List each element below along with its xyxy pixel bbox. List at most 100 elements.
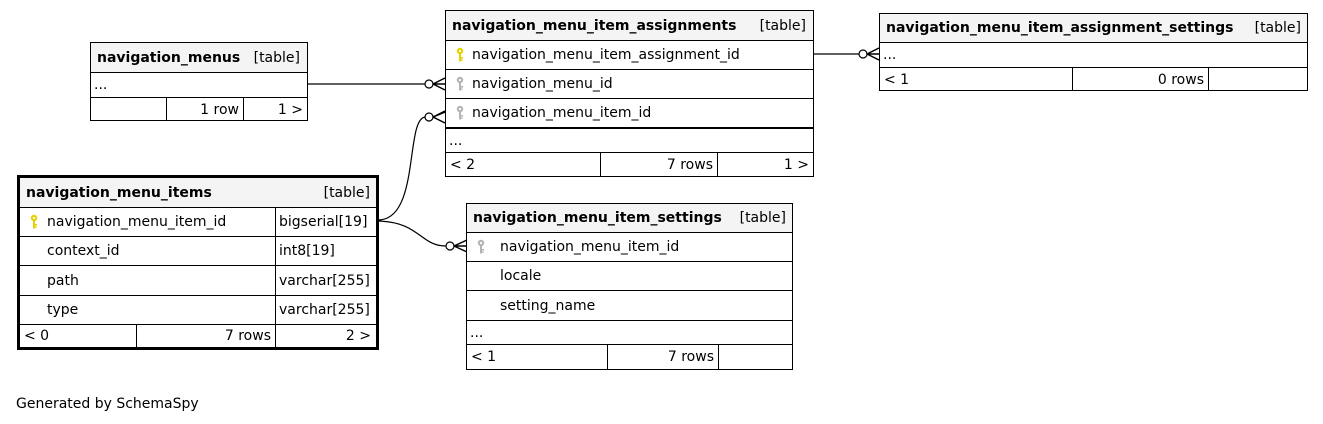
- row-count-label: 7 rows: [224, 328, 271, 344]
- column-row: path varchar[255]: [20, 266, 376, 296]
- table-kind: [table]: [759, 17, 806, 34]
- table-footer: < 1 7 rows: [467, 345, 792, 369]
- ellipsis-row: ...: [467, 321, 792, 345]
- edge-zero-marker: [424, 112, 434, 122]
- edge-crowfoot: [866, 47, 880, 61]
- row-count: 7 rows: [608, 345, 719, 369]
- column-row: navigation_menu_item_id bigserial[19]: [20, 208, 376, 237]
- column-name-cell: type: [20, 296, 276, 324]
- column-type-cell: bigserial[19]: [276, 208, 376, 236]
- column-type: varchar[255]: [279, 302, 370, 318]
- children-count: 1 >: [244, 98, 307, 121]
- column-name-cell: context_id: [20, 237, 276, 265]
- parents-label: < 0: [24, 328, 50, 344]
- ellipsis: ...: [470, 324, 484, 341]
- primary-key-icon: [455, 47, 465, 63]
- column-row: setting_name: [467, 291, 792, 321]
- foreign-key-icon: [455, 76, 465, 92]
- table-header: navigation_menu_item_assignments [table]: [446, 11, 813, 41]
- edge-crowfoot: [432, 110, 446, 124]
- row-count-label: 7 rows: [666, 157, 713, 173]
- column-row: context_id int8[19]: [20, 237, 376, 266]
- table-kind: [table]: [1254, 20, 1301, 36]
- row-count-label: 1 row: [200, 101, 239, 118]
- ellipsis: ...: [883, 47, 897, 63]
- table-header: navigation_menu_item_assignment_settings…: [880, 14, 1307, 43]
- edge-items-to-item-settings: [377, 220, 447, 247]
- column-name: navigation_menu_item_id: [47, 214, 227, 230]
- table-footer: < 1 0 rows: [880, 68, 1307, 91]
- table-name: navigation_menu_items: [26, 184, 212, 201]
- column-type-cell: int8[19]: [276, 237, 376, 265]
- edge-zero-marker: [445, 241, 455, 251]
- column-name-cell: navigation_menu_item_id: [20, 208, 276, 236]
- column-name: type: [47, 302, 79, 318]
- parents-label: < 1: [471, 349, 497, 365]
- column-name: navigation_menu_id: [472, 76, 613, 92]
- column-name: setting_name: [500, 297, 596, 314]
- edge-items-to-assignments: [377, 116, 426, 221]
- column-name: path: [47, 272, 79, 289]
- table-kind: [table]: [323, 184, 370, 201]
- primary-key-icon: [29, 214, 39, 230]
- row-count: 7 rows: [601, 153, 718, 177]
- parents-count: < 1: [467, 345, 608, 369]
- table-name: navigation_menu_item_assignments: [452, 17, 737, 34]
- column-name: navigation_menu_item_id: [500, 239, 680, 255]
- parents-count: [91, 98, 167, 121]
- edge-zero-marker: [424, 79, 434, 89]
- table-navigation-menu-item-assignment-settings[interactable]: navigation_menu_item_assignment_settings…: [879, 13, 1308, 91]
- table-navigation-menu-items[interactable]: navigation_menu_items [table] navigation…: [17, 175, 379, 350]
- table-footer: < 0 7 rows 2 >: [20, 325, 376, 347]
- foreign-key-icon: [455, 105, 465, 121]
- generated-by-note: Generated by SchemaSpy: [16, 396, 199, 412]
- edge-zero-marker: [858, 49, 868, 59]
- row-count: 0 rows: [1073, 68, 1209, 91]
- parents-count: < 2: [446, 153, 601, 177]
- table-header: navigation_menus [table]: [91, 43, 307, 73]
- column-type: bigserial[19]: [279, 214, 368, 230]
- column-row: navigation_menu_item_assignment_id: [446, 41, 813, 70]
- column-type-cell: varchar[255]: [276, 266, 376, 295]
- column-type-cell: varchar[255]: [276, 296, 376, 324]
- column-name: navigation_menu_item_id: [472, 105, 652, 121]
- row-count: 7 rows: [137, 325, 276, 347]
- table-kind: [table]: [253, 49, 300, 66]
- table-navigation-menu-item-settings[interactable]: navigation_menu_item_settings [table] na…: [466, 203, 793, 370]
- column-name: context_id: [47, 243, 120, 259]
- table-footer: 1 row 1 >: [91, 98, 307, 121]
- column-type: int8[19]: [279, 243, 335, 259]
- row-count-label: 0 rows: [1157, 71, 1204, 88]
- ellipsis: ...: [94, 77, 108, 93]
- column-name: locale: [500, 268, 542, 284]
- column-row: locale: [467, 262, 792, 291]
- children-count: 2 >: [276, 325, 376, 347]
- column-name: navigation_menu_item_assignment_id: [472, 47, 740, 63]
- children-label: 1 >: [277, 101, 303, 118]
- ellipsis-row: ...: [91, 73, 307, 98]
- row-count: 1 row: [167, 98, 244, 121]
- table-footer: < 2 7 rows 1 >: [446, 153, 813, 177]
- children-count: [1209, 68, 1307, 91]
- ellipsis: ...: [449, 132, 463, 149]
- edge-crowfoot: [432, 77, 446, 91]
- column-row: navigation_menu_item_id: [467, 233, 792, 262]
- children-count: [719, 345, 792, 369]
- parents-count: < 0: [20, 325, 137, 347]
- ellipsis-row: ...: [446, 128, 813, 153]
- edge-crowfoot: [453, 239, 468, 253]
- table-kind: [table]: [739, 210, 786, 226]
- table-name: navigation_menu_item_settings: [473, 210, 722, 226]
- children-label: 2 >: [345, 328, 371, 344]
- table-navigation-menus[interactable]: navigation_menus [table] ... 1 row 1 >: [90, 42, 308, 121]
- column-name-cell: path: [20, 266, 276, 295]
- ellipsis-row: ...: [880, 43, 1307, 68]
- table-header: navigation_menu_item_settings [table]: [467, 204, 792, 233]
- column-type: varchar[255]: [279, 272, 370, 289]
- parents-label: < 1: [884, 71, 910, 88]
- children-label: 1 >: [783, 157, 809, 173]
- table-name: navigation_menus: [97, 49, 241, 66]
- table-navigation-menu-item-assignments[interactable]: navigation_menu_item_assignments [table]…: [445, 10, 814, 177]
- column-row: navigation_menu_item_id: [446, 99, 813, 128]
